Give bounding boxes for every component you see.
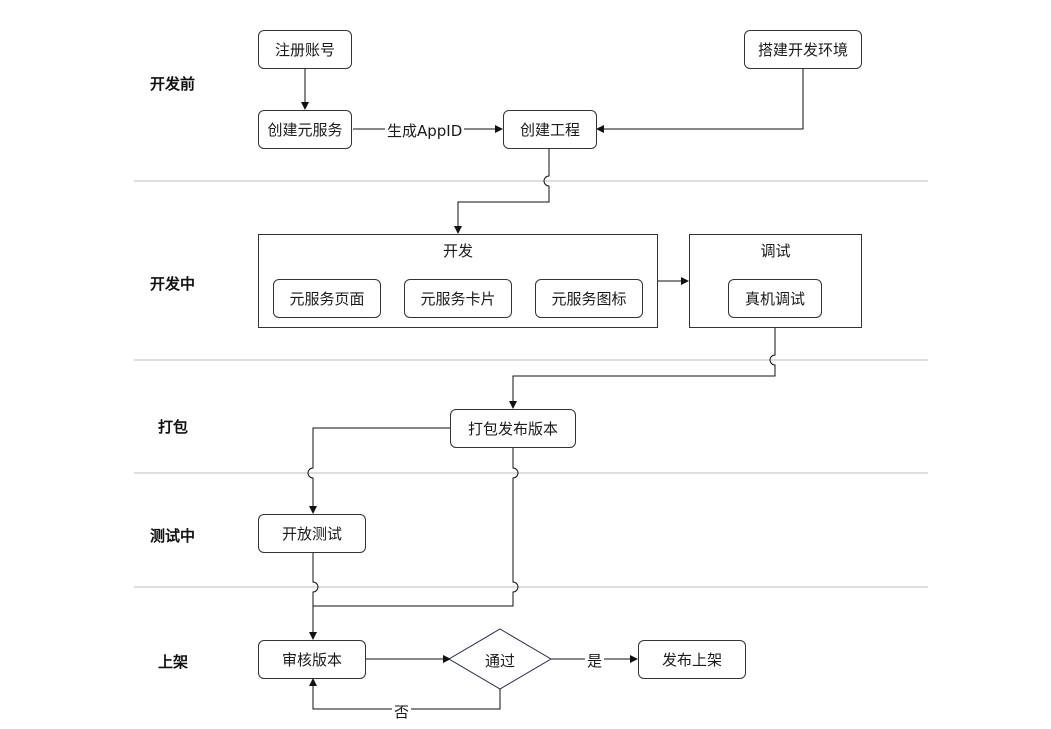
edge-label-yes: 是 <box>585 650 605 671</box>
edge-label-generate-appid: 生成AppID <box>385 120 465 141</box>
decision-pass-label: 通过 <box>484 652 515 670</box>
decision-diamond <box>448 628 552 690</box>
stage-label-testing: 测试中 <box>150 527 196 545</box>
edge-debug-to-package <box>509 328 776 409</box>
edge-package-to-review <box>313 448 519 607</box>
edge-setup-env-to-project <box>596 69 804 133</box>
edge-label-no: 否 <box>392 701 412 722</box>
node-dev-card[interactable]: 元服务卡片 <box>404 279 512 318</box>
develop-group-title: 开发 <box>442 242 473 260</box>
node-setup-env[interactable]: 搭建开发环境 <box>744 30 862 69</box>
stage-label-before: 开发前 <box>150 75 196 93</box>
debug-group-title: 调试 <box>760 242 791 260</box>
node-dev-icon[interactable]: 元服务图标 <box>535 279 643 318</box>
node-create-project[interactable]: 创建工程 <box>503 110 597 149</box>
edge-package-to-open-test <box>307 427 450 514</box>
debug-group: 调试 <box>689 234 862 328</box>
stage-label-package: 打包 <box>158 418 189 436</box>
node-publish[interactable]: 发布上架 <box>638 640 746 679</box>
node-real-device-debug[interactable]: 真机调试 <box>728 279 822 318</box>
node-review[interactable]: 审核版本 <box>258 640 366 679</box>
node-register[interactable]: 注册账号 <box>258 30 352 69</box>
edge-open-test-to-review <box>309 553 319 640</box>
node-open-test[interactable]: 开放测试 <box>258 514 366 553</box>
node-dev-page[interactable]: 元服务页面 <box>273 279 381 318</box>
node-create-service[interactable]: 创建元服务 <box>258 110 352 149</box>
stage-label-release: 上架 <box>158 653 189 671</box>
develop-group: 开发 <box>258 234 658 328</box>
edge-project-to-develop <box>454 149 550 234</box>
node-package-release[interactable]: 打包发布版本 <box>450 409 576 448</box>
stage-label-during: 开发中 <box>150 275 196 293</box>
